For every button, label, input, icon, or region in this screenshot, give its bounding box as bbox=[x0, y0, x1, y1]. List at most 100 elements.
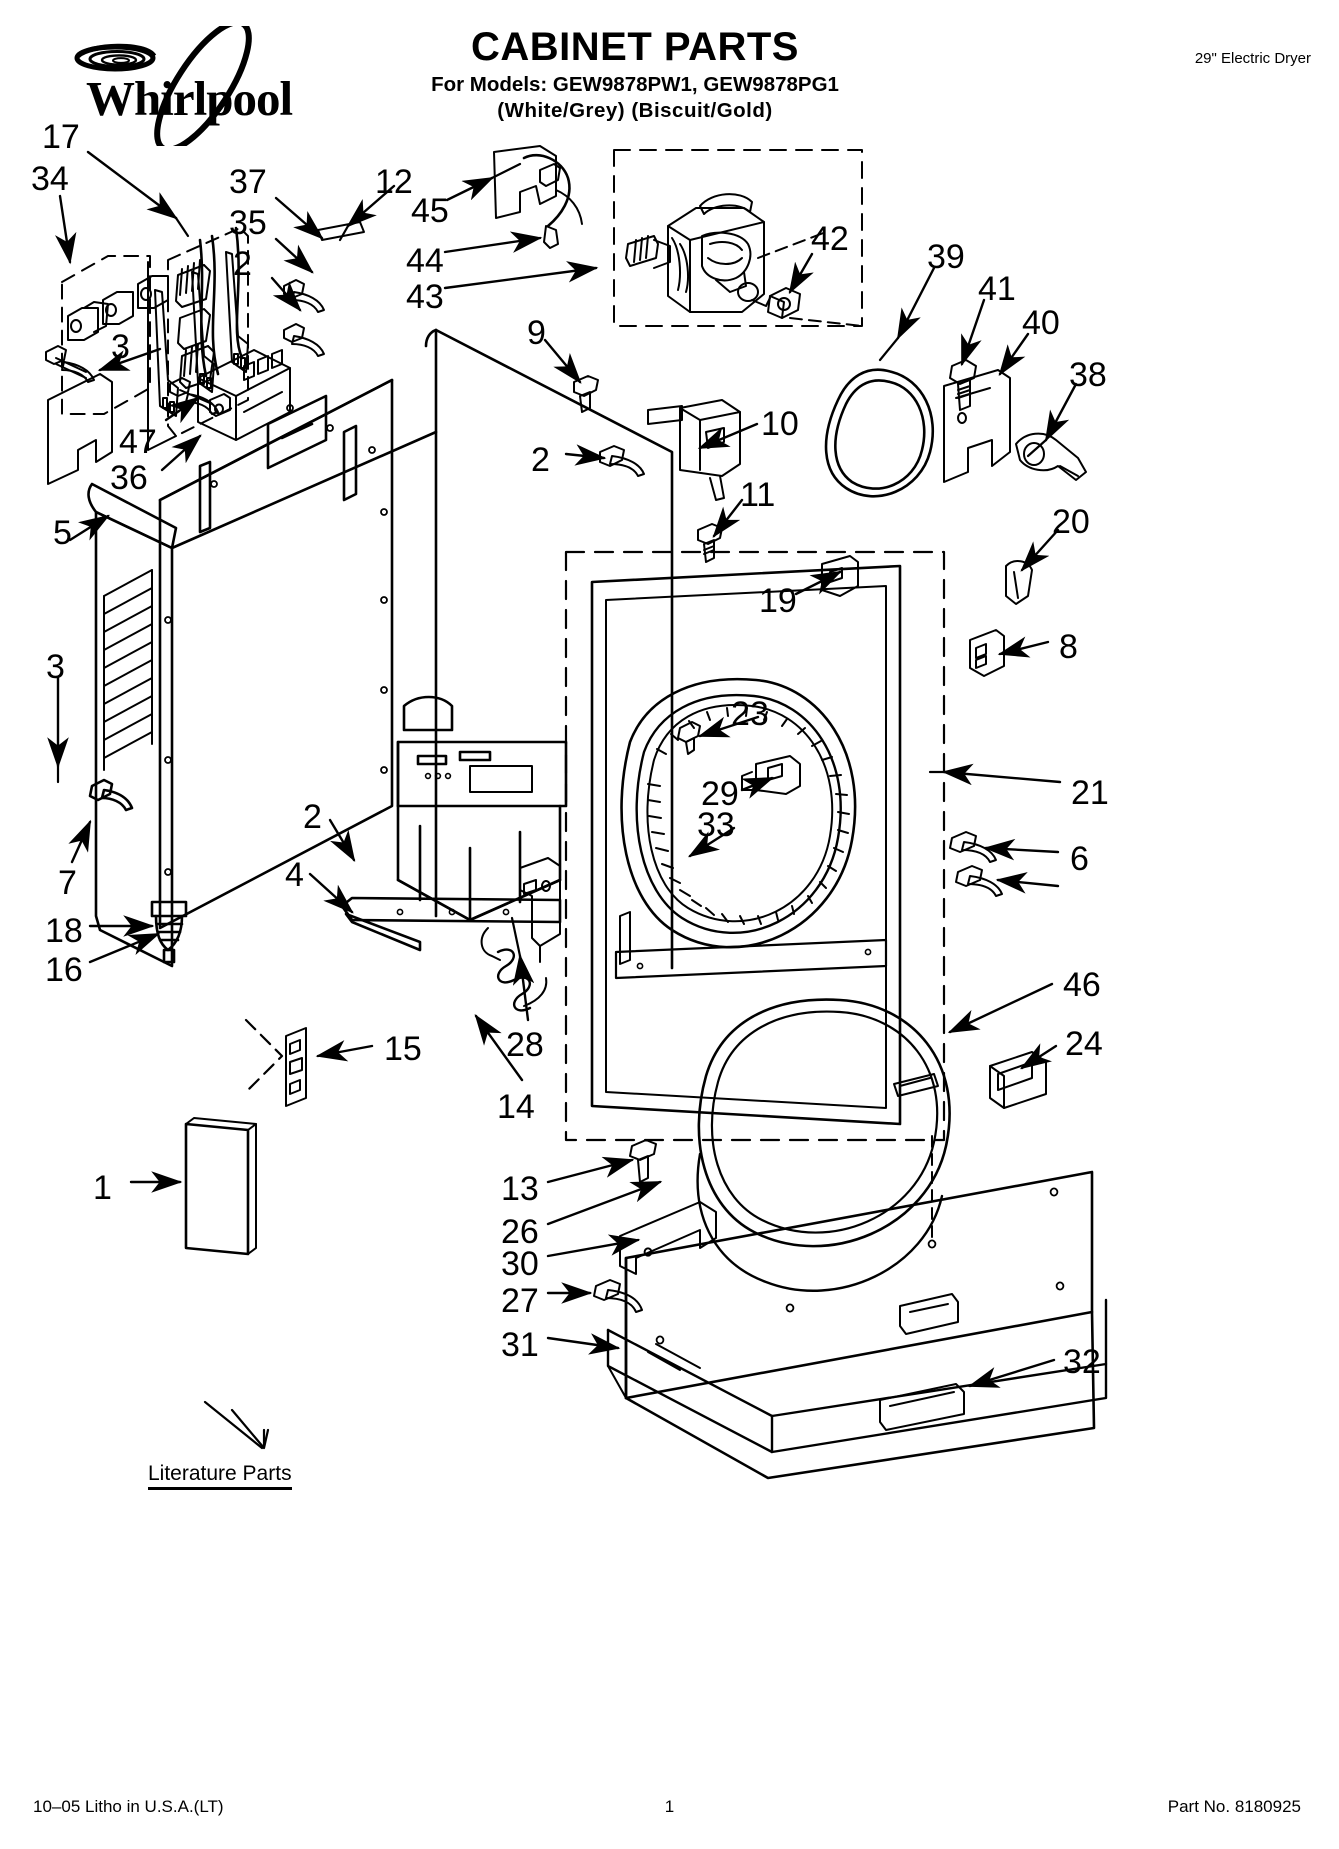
variants-line: (White/Grey) (Biscuit/Gold) bbox=[497, 99, 773, 123]
part-14-spring bbox=[480, 927, 548, 1012]
callout-47: 47 bbox=[119, 423, 157, 461]
part-42-clip bbox=[767, 287, 801, 319]
control-panel-assembly bbox=[45, 226, 325, 485]
plain-leaders bbox=[56, 162, 1048, 958]
callout-30: 30 bbox=[501, 1245, 539, 1283]
callout-24: 24 bbox=[1065, 1025, 1103, 1063]
callout-21: 21 bbox=[1071, 774, 1109, 812]
part-10-switch bbox=[647, 399, 741, 501]
wire-nut-caps bbox=[175, 259, 215, 389]
callout-44: 44 bbox=[406, 242, 444, 280]
motor-assembly bbox=[613, 149, 863, 327]
callout-16: 16 bbox=[45, 951, 83, 989]
part-28-hinge-bracket bbox=[519, 857, 561, 963]
callout-5: 5 bbox=[53, 514, 72, 552]
callout-36: 36 bbox=[110, 459, 148, 497]
logo-swoosh-icon bbox=[74, 26, 252, 146]
part-number: Part No. 8180925 bbox=[1167, 1797, 1301, 1816]
callout-46: 46 bbox=[1063, 966, 1101, 1004]
callout-20: 20 bbox=[1052, 503, 1090, 541]
print-info: 10–05 Litho in U.S.A.(LT) bbox=[33, 1797, 224, 1816]
part-12-plate bbox=[317, 221, 365, 241]
part-32-handle bbox=[879, 1293, 965, 1431]
callout-17: 17 bbox=[42, 118, 80, 156]
title-block: CABINET PARTS For Models: GEW9878PW1, GE… bbox=[355, 26, 915, 124]
front-panel-assembly bbox=[564, 550, 1033, 1142]
right-hardware-group bbox=[943, 359, 1087, 483]
callout-26: 26 bbox=[501, 1213, 539, 1251]
part-33-seal bbox=[646, 704, 850, 925]
part-24-clip bbox=[989, 1051, 1047, 1109]
callout-6: 6 bbox=[1070, 840, 1089, 878]
callout-2c: 2 bbox=[303, 798, 322, 836]
part-38-idler bbox=[1015, 432, 1087, 481]
callout-4: 4 bbox=[285, 856, 304, 894]
callout-12: 12 bbox=[375, 163, 413, 201]
harness-wire bbox=[522, 153, 571, 228]
callout-3b: 3 bbox=[46, 648, 65, 686]
callout-1: 1 bbox=[93, 1169, 112, 1207]
callout-10: 10 bbox=[761, 405, 799, 443]
top-bracket-harness bbox=[317, 145, 583, 249]
callout-7: 7 bbox=[58, 864, 77, 902]
callout-13: 13 bbox=[501, 1170, 539, 1208]
callout-42: 42 bbox=[811, 220, 849, 258]
page-title: CABINET PARTS bbox=[471, 25, 799, 69]
callout-40: 40 bbox=[1022, 304, 1060, 342]
callout-39: 39 bbox=[927, 238, 965, 276]
part-8-catch bbox=[969, 629, 1005, 677]
callout-2a: 2 bbox=[233, 245, 252, 283]
callout-19: 19 bbox=[759, 582, 797, 620]
callout-2b: 2 bbox=[531, 441, 550, 479]
page-number: 1 bbox=[664, 1797, 675, 1816]
part-6-screws bbox=[949, 831, 1003, 897]
callout-41: 41 bbox=[978, 270, 1016, 308]
callout-15: 15 bbox=[384, 1030, 422, 1068]
drive-motor bbox=[625, 193, 771, 313]
callout-38: 38 bbox=[1069, 356, 1107, 394]
callout-8: 8 bbox=[1059, 628, 1078, 666]
part-23-screw bbox=[677, 721, 701, 743]
model-type-label: 29" Electric Dryer bbox=[1194, 50, 1311, 67]
part-36-bracket bbox=[47, 373, 113, 485]
callout-29: 29 bbox=[701, 775, 739, 813]
brand-wordmark: Whirlpool bbox=[86, 71, 293, 126]
part-11-screw bbox=[697, 523, 723, 545]
callout-31: 31 bbox=[501, 1326, 539, 1364]
part-9-screw bbox=[573, 375, 599, 397]
screws-right-upper bbox=[283, 279, 325, 357]
callout-33: 33 bbox=[697, 806, 735, 844]
callout-14: 14 bbox=[497, 1088, 535, 1126]
callout-45: 45 bbox=[411, 192, 449, 230]
callout-23: 23 bbox=[731, 695, 769, 733]
callout-32: 32 bbox=[1063, 1343, 1101, 1381]
models-line: For Models: GEW9878PW1, GEW9878PG1 bbox=[431, 73, 839, 96]
cabinet-shell bbox=[87, 328, 674, 970]
callout-3a: 3 bbox=[111, 328, 130, 366]
part-39-drive-belt bbox=[824, 368, 935, 498]
callout-37: 37 bbox=[229, 163, 267, 201]
part-40-bracket bbox=[943, 369, 1011, 483]
literature-pointer bbox=[230, 1408, 270, 1450]
part-1-literature-booklet bbox=[184, 1117, 257, 1256]
callout-27: 27 bbox=[501, 1282, 539, 1320]
bottom-duct-assembly bbox=[593, 998, 1108, 1480]
part-29-strike bbox=[741, 755, 801, 795]
screws-left bbox=[45, 345, 219, 415]
callout-9: 9 bbox=[527, 314, 546, 352]
part-19-hinge bbox=[821, 555, 859, 597]
literature-parts-label: Literature Parts bbox=[148, 1462, 292, 1490]
page-header: Whirlpool CABINET PARTS For Models: GEW9… bbox=[0, 0, 1339, 150]
part-46-duct bbox=[696, 998, 951, 1292]
callout-35: 35 bbox=[229, 204, 267, 242]
callout-43: 43 bbox=[406, 278, 444, 316]
whirlpool-logo: Whirlpool bbox=[38, 26, 368, 146]
callout-28: 28 bbox=[506, 1026, 544, 1064]
callout-11: 11 bbox=[740, 476, 776, 514]
callout-34: 34 bbox=[31, 160, 69, 198]
page-footer: 10–05 Litho in U.S.A.(LT) 1 Part No. 818… bbox=[0, 1797, 1339, 1823]
part-27-screw bbox=[593, 1279, 643, 1313]
part-13-screw bbox=[629, 1139, 657, 1183]
part-20-plug bbox=[1005, 560, 1033, 605]
